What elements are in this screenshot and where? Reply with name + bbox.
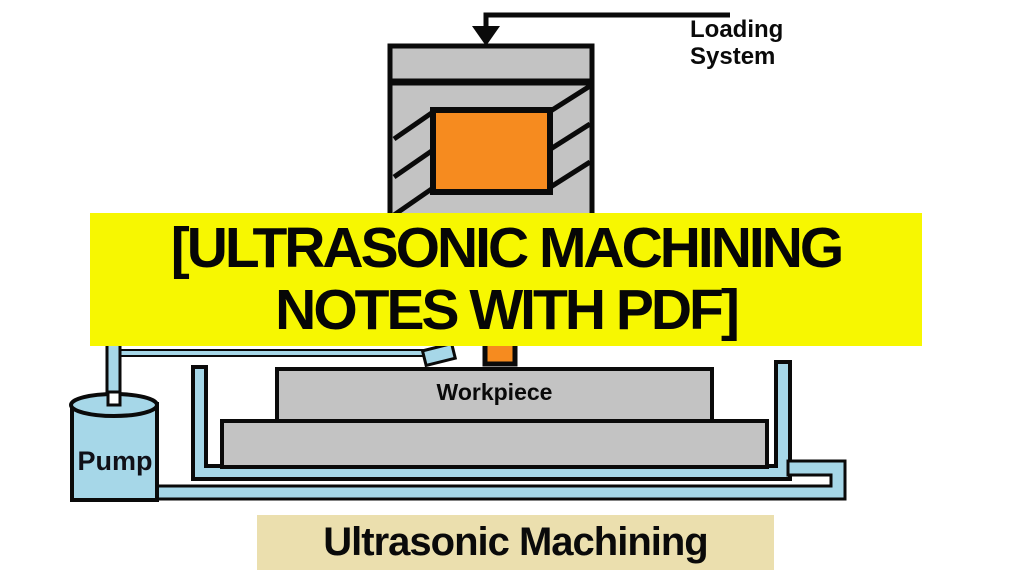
title-line-2: NOTES WITH PDF] — [275, 278, 740, 342]
loading-system-label: Loading System — [690, 16, 784, 70]
hatch-line — [392, 147, 435, 180]
caption-text: Ultrasonic Machining — [323, 520, 708, 564]
hatch-line — [392, 109, 435, 142]
workpiece-base-block — [220, 419, 769, 469]
hatch-line — [547, 159, 592, 191]
pump-label: Pump — [77, 446, 153, 476]
transducer-housing — [387, 43, 595, 343]
slurry-nozzle — [420, 341, 458, 368]
loading-arrow-head-icon — [472, 26, 500, 46]
transducer-core — [430, 107, 553, 195]
workpiece-block — [275, 367, 714, 423]
pump-inlet-port — [106, 390, 122, 407]
title-banner: [ULTRASONIC MACHINING NOTES WITH PDF] — [90, 213, 922, 346]
slurry-feed-pipe — [112, 349, 434, 357]
workpiece-label: Workpiece — [436, 379, 553, 405]
pump-body — [70, 402, 159, 502]
hatch-line — [547, 83, 592, 115]
hatch-line — [392, 185, 435, 218]
pump — [69, 390, 159, 502]
hatch-line — [547, 121, 592, 153]
title-line-1: [ULTRASONIC MACHINING — [170, 216, 845, 280]
caption-banner: Ultrasonic Machining — [257, 515, 774, 570]
